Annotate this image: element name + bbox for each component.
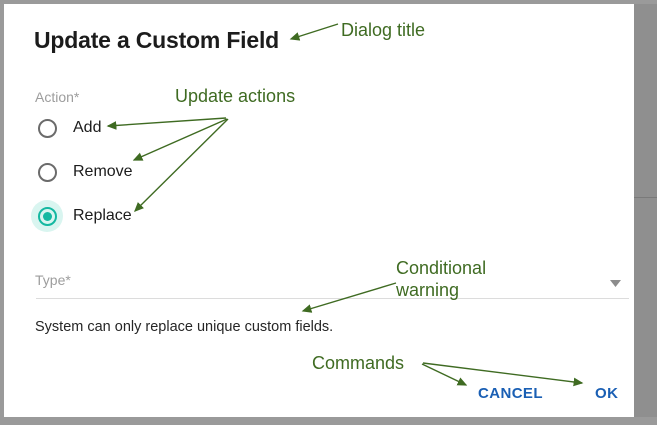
radio-dot-icon (42, 211, 52, 221)
radio-circle-icon (37, 118, 57, 138)
conditional-warning-text: System can only replace unique custom fi… (35, 319, 334, 335)
cancel-button[interactable]: CANCEL (478, 385, 543, 402)
ok-button[interactable]: OK (595, 385, 619, 402)
chevron-down-icon[interactable] (608, 276, 622, 290)
radio-label-remove: Remove (73, 163, 133, 180)
radio-button-replace[interactable] (31, 200, 63, 232)
page-background-gutter (634, 4, 657, 417)
radio-option-add[interactable]: Add (31, 112, 101, 144)
annotation-warning-line-1: Conditional (396, 258, 487, 278)
action-group-label: Action* (35, 89, 80, 105)
radio-button-remove[interactable] (31, 156, 63, 188)
update-custom-field-dialog: Update a Custom Field Action* Add Remove (4, 4, 634, 417)
annotation-label-dialog-title: Dialog title (341, 20, 426, 40)
radio-label-replace: Replace (73, 207, 132, 224)
annotation-label-commands: Commands (312, 353, 405, 373)
annotation-label-update-actions: Update actions (175, 86, 296, 106)
gutter-seam-divider (634, 197, 657, 198)
radio-circle-icon (37, 206, 57, 226)
page-title: Update a Custom Field (34, 27, 279, 53)
radio-label-add: Add (73, 119, 102, 136)
radio-option-remove[interactable]: Remove (31, 156, 133, 188)
radio-circle-icon (37, 162, 57, 182)
radio-option-replace[interactable]: Replace (31, 200, 132, 232)
type-field-underline (36, 298, 629, 299)
type-field-label: Type* (35, 272, 71, 288)
annotation-warning-line-2: warning (396, 280, 460, 300)
radio-button-add[interactable] (31, 112, 63, 144)
